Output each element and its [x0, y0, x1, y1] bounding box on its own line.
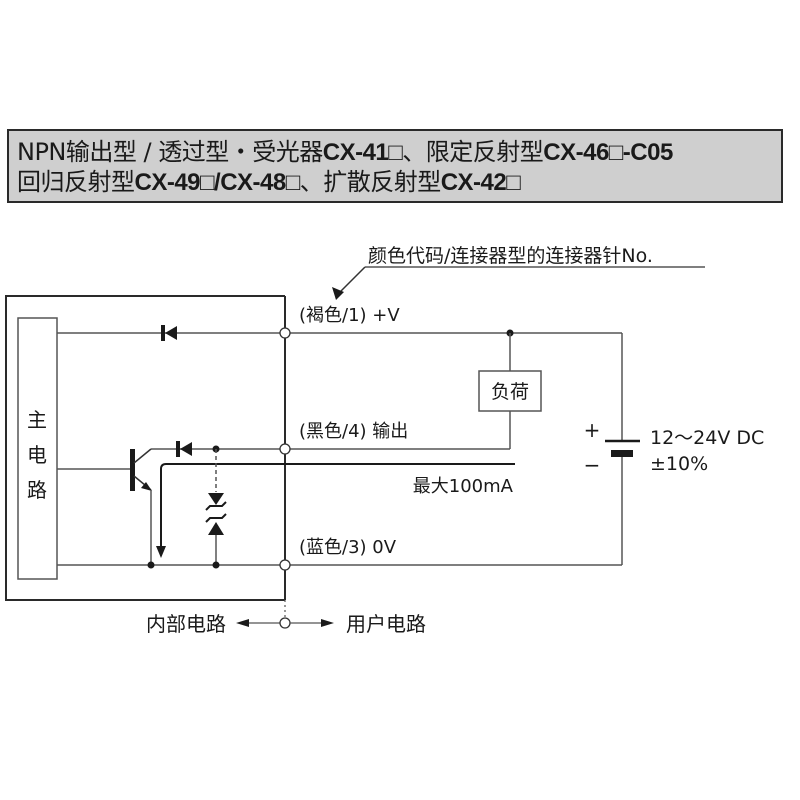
current-arrow-icon	[156, 546, 166, 558]
current-path	[160, 463, 515, 548]
arrow-left-icon	[236, 619, 249, 627]
junction-dot	[147, 561, 155, 569]
terminal-label-zero-v: (蓝色/3) 0V	[299, 537, 397, 558]
main-circuit-char: 电	[27, 443, 47, 467]
arrow-right-icon	[321, 619, 334, 627]
battery-plate-negative	[611, 450, 633, 457]
main-circuit-char: 路	[27, 478, 47, 502]
title-text: 回归反射型	[17, 168, 135, 196]
max-current-label: 最大100mA	[413, 476, 514, 497]
title-text: 、限定反射型	[402, 138, 544, 166]
internal-circuit-boundary	[5, 295, 285, 601]
model-cx49-cx48: CX-49□/CX-48□	[134, 169, 301, 196]
diode-icon	[161, 325, 177, 341]
boundary-node	[279, 617, 291, 629]
title-text: NPN输出型 / 透过型・受光器	[17, 138, 323, 166]
output-diode-icon	[176, 441, 192, 457]
supply-tolerance-label: ±10%	[650, 453, 708, 475]
junction-dot	[212, 561, 220, 569]
load-label: 负荷	[491, 381, 529, 403]
terminal-output	[279, 443, 291, 455]
terminal-label-plus-v: (褐色/1) +V	[299, 305, 400, 326]
model-cx46: CX-46□-C05	[543, 139, 673, 166]
main-circuit-char: 主	[27, 408, 47, 432]
annotation-arrow-icon	[332, 287, 344, 300]
main-circuit-block	[17, 317, 58, 580]
npn-transistor-icon	[57, 448, 152, 565]
user-circuit-label: 用户电路	[346, 612, 426, 636]
model-cx41: CX-41□	[322, 139, 403, 166]
supply-voltage-label: 12〜24V DC	[650, 427, 764, 449]
title-line-2: 回归反射型CX-49□/CX-48□、扩散反射型CX-42□	[17, 167, 521, 198]
terminal-zero-v	[279, 559, 291, 571]
internal-circuit-label: 内部电路	[146, 612, 226, 636]
title-box: NPN输出型 / 透过型・受光器CX-41□、限定反射型CX-46□-C05 回…	[7, 129, 783, 203]
supply-minus-sign: −	[584, 453, 601, 477]
title-line-1: NPN输出型 / 透过型・受光器CX-41□、限定反射型CX-46□-C05	[17, 137, 673, 168]
title-text: 、扩散反射型	[299, 168, 442, 196]
model-cx42: CX-42□	[440, 169, 521, 196]
terminal-plus-v	[279, 327, 291, 339]
annotation-label: 颜色代码/连接器型的连接器针No.	[368, 245, 653, 267]
terminal-label-output: (黑色/4) 输出	[299, 421, 408, 442]
zener-diode-icon	[205, 449, 227, 565]
supply-plus-sign: +	[584, 418, 601, 442]
